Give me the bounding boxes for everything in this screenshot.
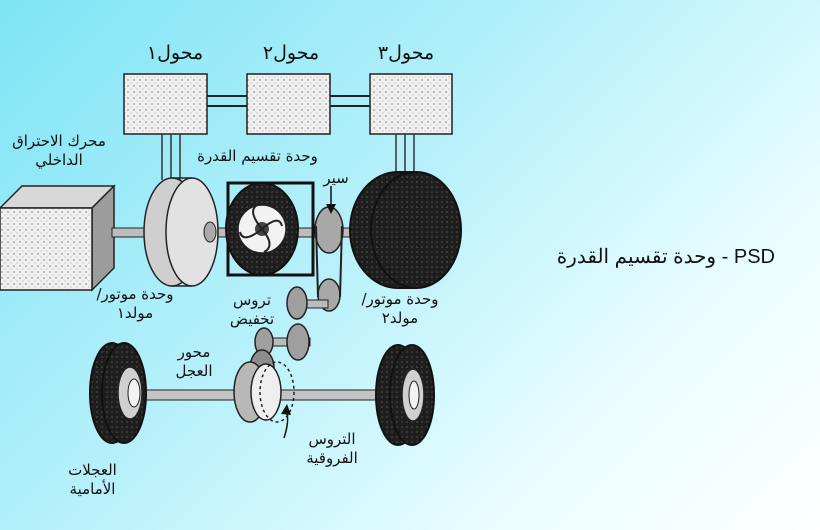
label-wheel-axle: محور العجل xyxy=(175,343,213,380)
inverter-links xyxy=(207,95,370,107)
front-wheel-left xyxy=(89,342,147,444)
inverter-box-3 xyxy=(369,73,453,135)
motor-generator-2 xyxy=(349,171,462,289)
label-mg2: وحدة موتور/مولد٢ xyxy=(361,290,439,327)
label-mg1: وحدة موتور/مولد١ xyxy=(96,285,174,322)
label-reduction-gears: تروس تخفيض xyxy=(229,291,275,328)
label-differential: التروس الفروقية xyxy=(306,430,358,467)
power-cables xyxy=(161,134,415,180)
motor-generator-1 xyxy=(143,177,219,287)
label-front-wheels: العجلات الأمامية xyxy=(68,461,117,498)
front-wheel-right xyxy=(375,344,435,446)
label-engine: محرك الاحتراق الداخلي xyxy=(12,132,106,169)
power-split-unit xyxy=(225,181,315,277)
slide-title: PSD - وحدة تقسيم القدرة xyxy=(556,246,775,268)
label-inverter-2: محول٢ xyxy=(262,42,320,64)
chain-drive xyxy=(314,186,344,312)
inverter-box-2 xyxy=(246,73,331,135)
label-chain: سير xyxy=(323,169,349,187)
label-power-split: وحدة تقسيم القدرة xyxy=(197,147,318,165)
differential-gear xyxy=(233,361,295,439)
engine-block xyxy=(0,184,116,292)
inverter-box-1 xyxy=(123,73,208,135)
label-inverter-3: محول٣ xyxy=(377,42,435,64)
label-inverter-1: محول١ xyxy=(146,42,204,64)
